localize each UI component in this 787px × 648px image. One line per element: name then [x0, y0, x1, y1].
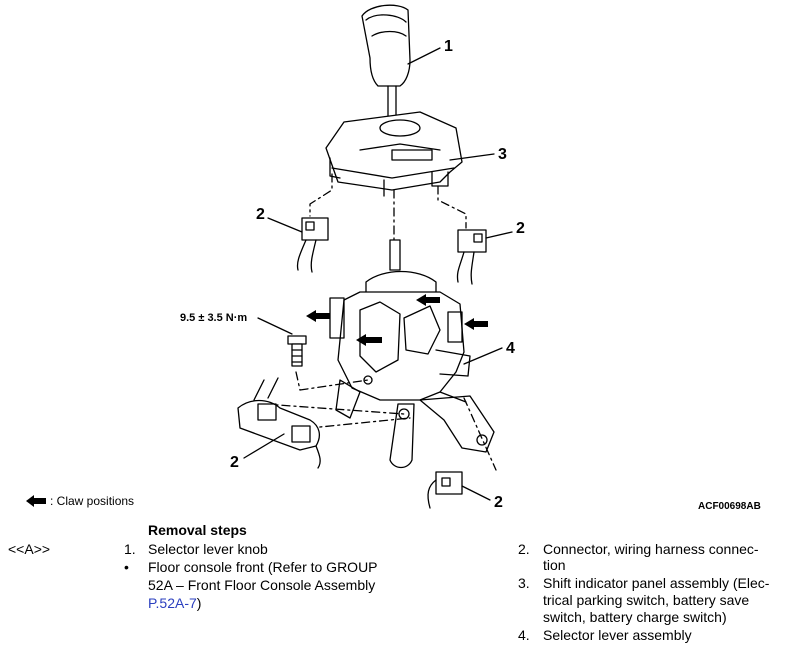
- callout-1: 1: [444, 38, 453, 55]
- reference-suffix: ): [196, 595, 202, 611]
- leader-line-torque: [257, 317, 293, 335]
- step-text: Floor console front (Refer to GROUP: [148, 559, 378, 575]
- torque-label: 9.5 ± 3.5 N·m: [180, 312, 248, 324]
- connector-top-left: [296, 217, 329, 273]
- arrow-left-icon: [26, 495, 46, 507]
- step-text: switch, battery charge switch): [543, 609, 727, 625]
- step-text: Selector lever assembly: [543, 627, 692, 643]
- shift-indicator-panel: [325, 111, 463, 197]
- callout-2-top-right: 2: [516, 220, 525, 237]
- step-text: 52A – Front Floor Console Assembly: [148, 577, 376, 593]
- selector-lever-knob: [361, 4, 411, 119]
- step-text: tion: [543, 557, 566, 573]
- selector-lever-assembly: [329, 239, 495, 469]
- leader-line-2d: [461, 485, 491, 501]
- step-text: Selector lever knob: [148, 541, 268, 557]
- step-tag: <<A>>: [8, 541, 51, 557]
- callout-2-bottom-left: 2: [230, 454, 239, 471]
- leader-line-4: [463, 347, 503, 365]
- step-text: Shift indicator panel assembly (Elec-: [543, 575, 770, 591]
- leader-line-3: [449, 153, 495, 161]
- leader-line-2b: [485, 231, 513, 239]
- step-text: trical parking switch, battery save: [543, 592, 750, 608]
- reference-line: P.52A-7): [148, 594, 201, 612]
- exploded-view-diagram: [237, 4, 513, 509]
- claw-arrows: [306, 294, 488, 346]
- bolt: [287, 335, 307, 367]
- connector-dash-lines: [309, 173, 467, 241]
- reference-link[interactable]: P.52A-7: [148, 595, 197, 611]
- figure-id: ACF00698AB: [698, 501, 761, 512]
- callout-2-top-left: 2: [256, 206, 265, 223]
- legend-text: : Claw positions: [50, 494, 135, 508]
- bullet-marker: •: [124, 559, 129, 575]
- step-marker: 1.: [124, 541, 136, 557]
- step-marker: 3.: [518, 575, 530, 591]
- leader-line-2c: [243, 433, 285, 459]
- step-marker: 2.: [518, 541, 530, 557]
- leader-line-1: [407, 47, 441, 65]
- callout-4: 4: [506, 340, 515, 357]
- step-text: Connector, wiring harness connec-: [543, 541, 759, 557]
- connector-top-right: [456, 229, 487, 285]
- leader-line-2a: [267, 217, 303, 233]
- callout-2-bottom-right: 2: [494, 494, 503, 511]
- harness-bottom-left: [237, 377, 321, 469]
- connector-bottom-right: [427, 471, 463, 509]
- removal-steps-heading: Removal steps: [148, 522, 247, 538]
- callout-3: 3: [498, 146, 507, 163]
- step-marker: 4.: [518, 627, 530, 643]
- legend: : Claw positions: [26, 494, 134, 508]
